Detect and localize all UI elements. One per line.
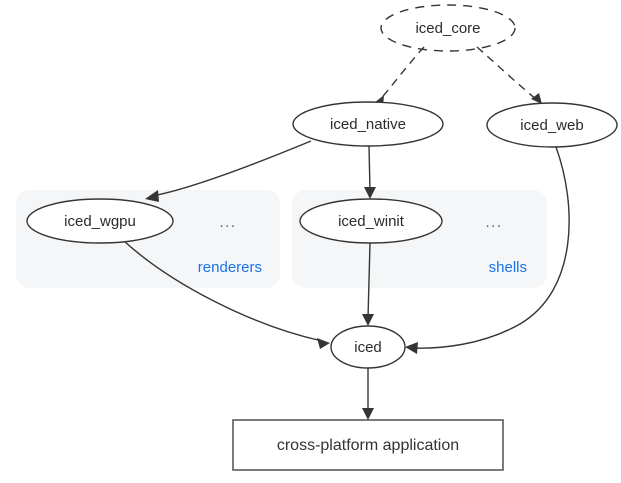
node-iced-core-ellipse[interactable] [380, 4, 516, 52]
node-iced-native-ellipse[interactable] [292, 101, 444, 147]
node-iced-native-label: iced_native [330, 116, 406, 133]
node-iced-web[interactable]: iced_web [486, 102, 618, 148]
edge-core-to-web [476, 46, 542, 104]
edge-web-to-iced-arrowhead [405, 342, 418, 354]
edge-native-to-winit-line [368, 145, 371, 192]
group-renderers-label: renderers [198, 259, 262, 276]
node-application-label: cross-platform application [277, 437, 459, 454]
edge-winit-to-iced-arrowhead [362, 314, 374, 326]
node-iced-winit-ellipse[interactable] [299, 198, 443, 244]
node-application-rect[interactable] [232, 419, 504, 471]
edge-web-to-iced [405, 146, 570, 354]
edge-wgpu-to-iced [123, 240, 330, 349]
edge-native-to-winit-arrowhead [364, 187, 376, 199]
node-iced-core-label: iced_core [415, 20, 480, 37]
edge-wgpu-to-iced-line [123, 240, 323, 342]
node-iced-core[interactable]: iced_core [380, 4, 516, 52]
node-iced-web-ellipse[interactable] [486, 102, 618, 148]
node-iced-wgpu[interactable]: iced_wgpu [26, 198, 174, 244]
edge-native-to-winit [364, 145, 376, 199]
edge-winit-to-iced [362, 242, 374, 326]
group-shells-ellipsis: ... [485, 214, 502, 231]
edge-winit-to-iced-line [367, 242, 371, 319]
edge-iced-to-application-arrowhead [362, 408, 374, 420]
edge-wgpu-to-iced-arrowhead [317, 338, 330, 349]
group-shells-label: shells [489, 259, 527, 276]
node-iced-web-label: iced_web [520, 117, 583, 134]
edge-iced-to-application [362, 368, 374, 420]
node-iced-winit-label: iced_winit [338, 213, 405, 230]
node-iced-wgpu-ellipse[interactable] [26, 198, 174, 244]
node-iced-native[interactable]: iced_native [292, 101, 444, 147]
edge-core-to-native-line [377, 46, 425, 103]
edge-native-to-wgpu [145, 140, 312, 202]
edge-core-to-web-arrowhead [531, 93, 542, 104]
edge-core-to-web-line [476, 46, 538, 101]
node-iced-ellipse[interactable] [330, 325, 406, 369]
node-iced[interactable]: iced [330, 325, 406, 369]
node-iced-label: iced [354, 339, 382, 356]
edge-native-to-wgpu-line [151, 140, 312, 197]
edge-core-to-native [374, 46, 425, 107]
edge-web-to-iced-line [412, 146, 570, 349]
node-application[interactable]: cross-platform application [232, 419, 504, 471]
edge-native-to-wgpu-arrowhead [145, 190, 159, 202]
node-iced-winit[interactable]: iced_winit [299, 198, 443, 244]
node-iced-wgpu-label: iced_wgpu [64, 213, 136, 230]
group-renderers-ellipsis: ... [219, 214, 236, 231]
